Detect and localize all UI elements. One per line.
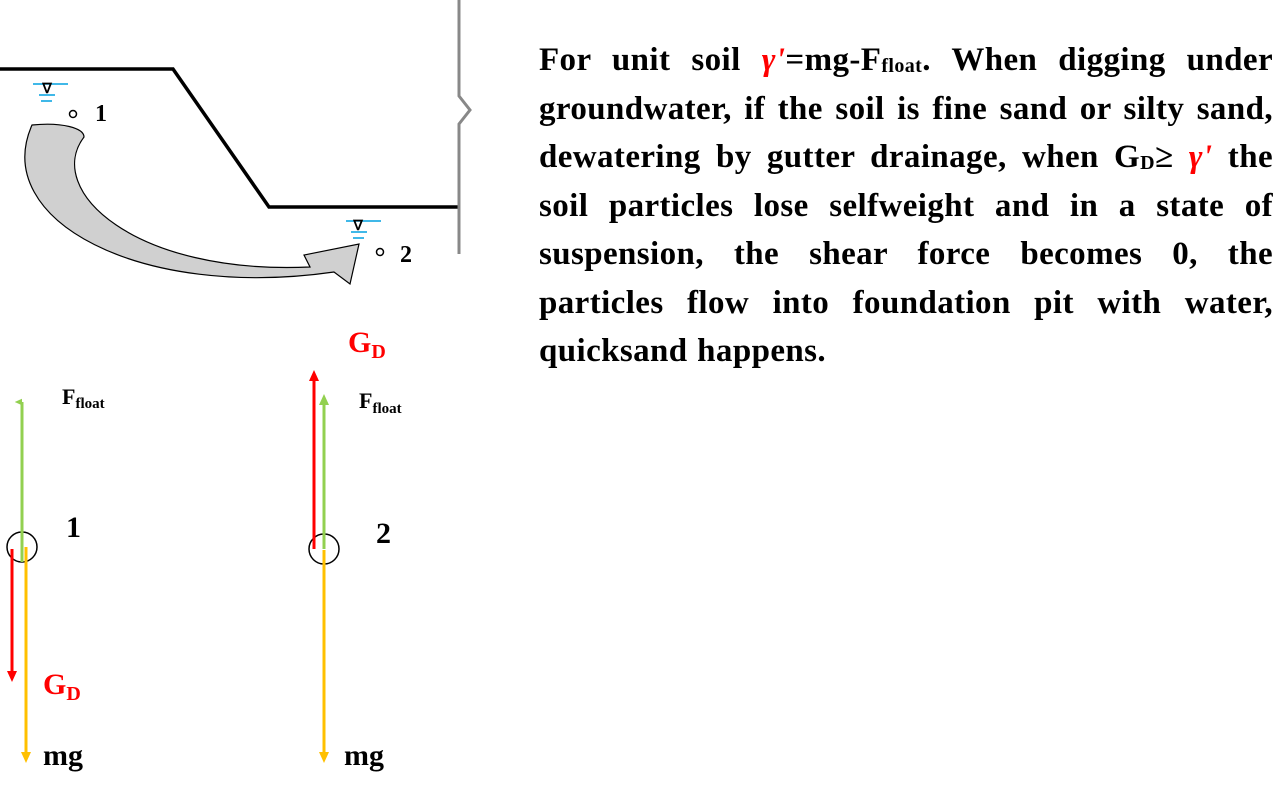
seepage-label-2: GD	[348, 326, 386, 363]
gamma-symbol: γ'	[1188, 139, 1213, 175]
excavation-slope-line	[0, 67, 460, 209]
buoyancy-arrow-2-head	[319, 394, 329, 405]
gravity-label-2: mg	[344, 739, 384, 772]
water-level-icon: ∇	[346, 219, 381, 239]
particle-2-label: 2	[376, 517, 391, 550]
point-1-label: 1	[95, 101, 107, 127]
quicksand-description: For unit soil γ'=mg-Ffloat. When digging…	[539, 36, 1273, 376]
gravity-arrow-2-head	[319, 752, 329, 763]
description-text: ≥	[1154, 139, 1189, 175]
point-2-marker	[375, 247, 385, 257]
point-2-label: 2	[400, 242, 412, 268]
particle-1-label: 1	[66, 511, 81, 544]
gravity-label-1: mg	[43, 739, 83, 772]
water-level-symbol: ∇	[41, 82, 52, 97]
water-level-symbol: ∇	[352, 219, 363, 234]
description-text: . When digging under groundwater, if the…	[539, 42, 1273, 175]
float-subscript: float	[881, 55, 923, 77]
buoyancy-label-1: Ffloat	[62, 384, 105, 412]
flow-path-arrow	[24, 123, 360, 286]
buoyancy-label-2: Ffloat	[359, 388, 402, 417]
retaining-wall-line	[457, 0, 472, 254]
seepage-arrow-2-head	[309, 370, 319, 381]
point-1-marker	[68, 109, 78, 119]
gamma-symbol: γ'	[761, 42, 786, 78]
seepage-label-1: GD	[43, 668, 81, 705]
water-level-icon: ∇	[33, 82, 68, 102]
d-subscript: D	[1140, 152, 1155, 174]
description-text: =mg-F	[785, 42, 882, 78]
description-text: For unit soil	[539, 42, 762, 78]
description-text: the soil particles lose selfweight and i…	[539, 139, 1273, 369]
seepage-arrow-1-head	[7, 671, 17, 682]
gravity-arrow-1-head	[21, 752, 31, 763]
